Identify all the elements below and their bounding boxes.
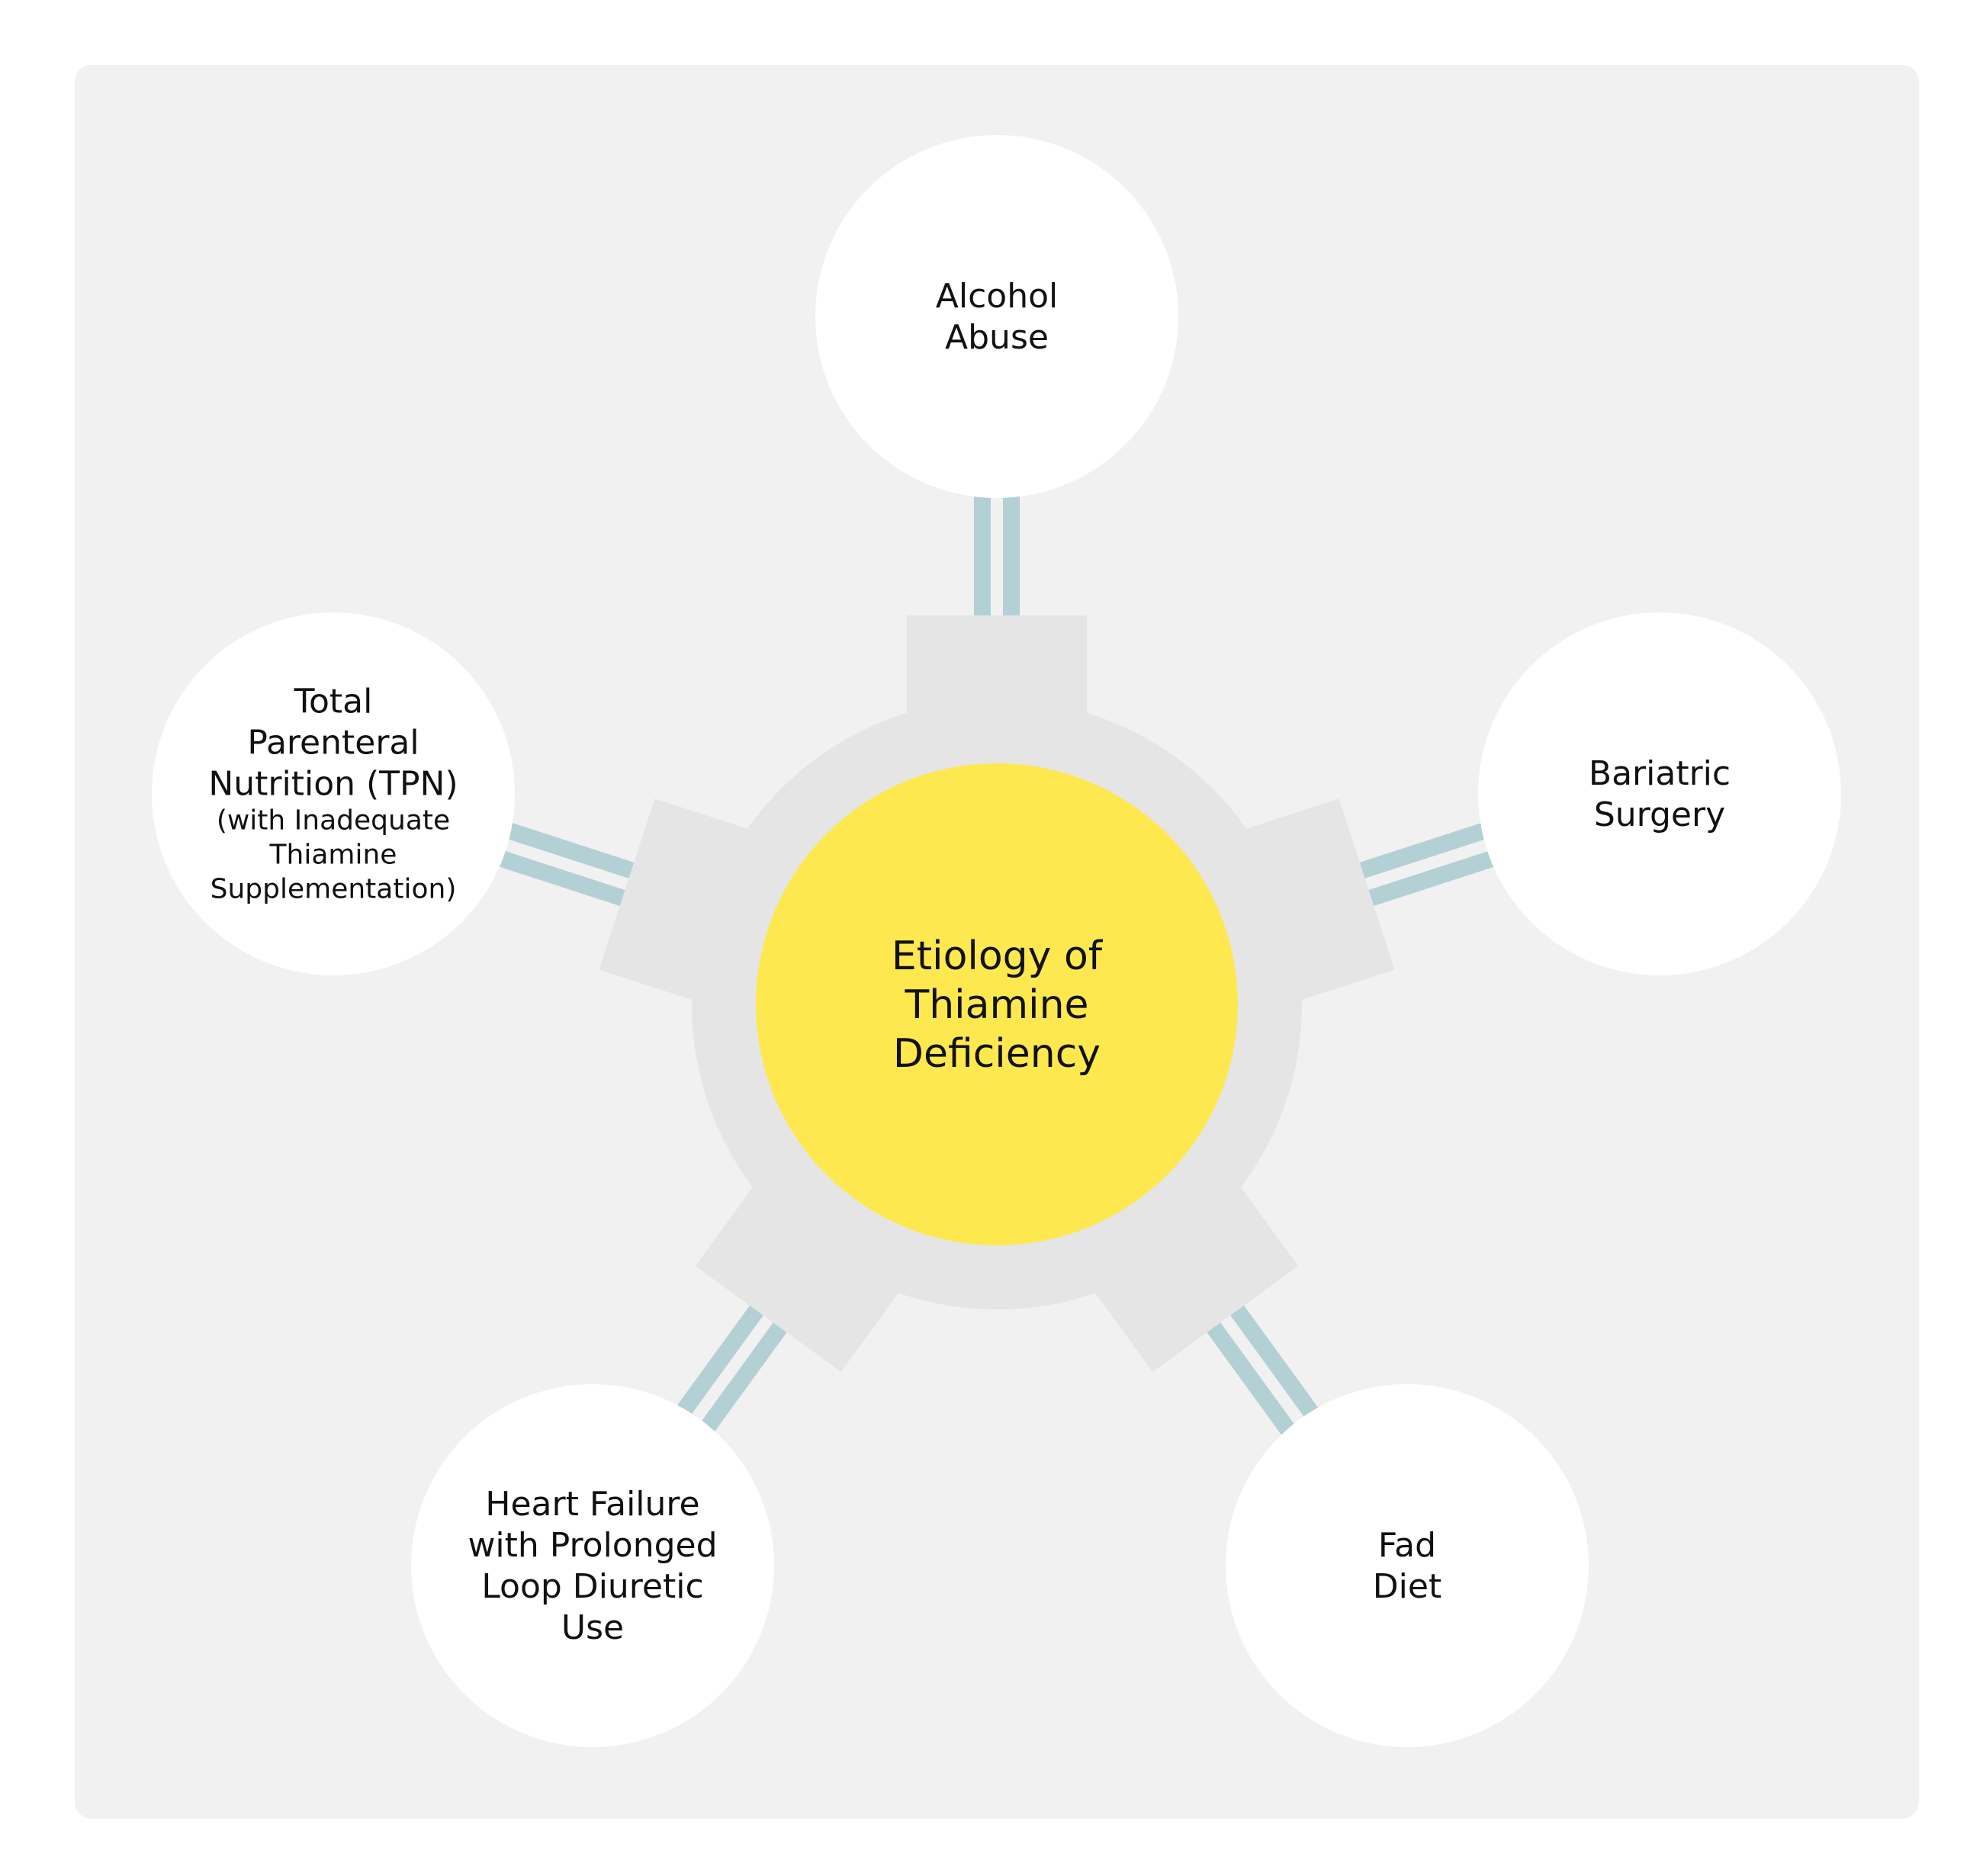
label-line: Nutrition (TPN) [208,765,458,804]
label-line: Heart Failure [485,1485,699,1524]
cause-circle [815,135,1178,498]
gear-tooth [599,798,808,1020]
center-label-line: Etiology of [892,933,1104,979]
label-subline: (with Inadequate [217,805,450,837]
gear-tooth [1186,798,1395,1020]
cause-circle [1478,612,1841,975]
label-line: Abuse [945,318,1049,357]
center-hub [756,763,1238,1245]
gear-tooth [907,615,1087,776]
cause-circle [152,612,515,975]
cause-circle [1226,1384,1589,1747]
label-subline: Supplementation) [211,874,457,905]
cause-circle [411,1384,774,1747]
label-line: Loop Diuretic [481,1567,703,1606]
gear-tooth [695,1136,936,1372]
label-line: Surgery [1594,795,1725,834]
label-subline: Thiamine [269,840,397,871]
label-line: Fad [1378,1526,1436,1565]
label-line: Diet [1373,1567,1441,1606]
label-line: Bariatric [1589,754,1731,793]
label-line: Alcohol [936,277,1058,316]
label-line: Total [294,683,373,721]
center-label-line: Thiamine [904,982,1088,1028]
label-line: Use [561,1608,624,1647]
center-label-line: Deficiency [893,1031,1101,1077]
gear-tooth [1058,1136,1299,1372]
label-line: with Prolonged [468,1526,717,1565]
label-line: Parenteral [247,724,419,763]
